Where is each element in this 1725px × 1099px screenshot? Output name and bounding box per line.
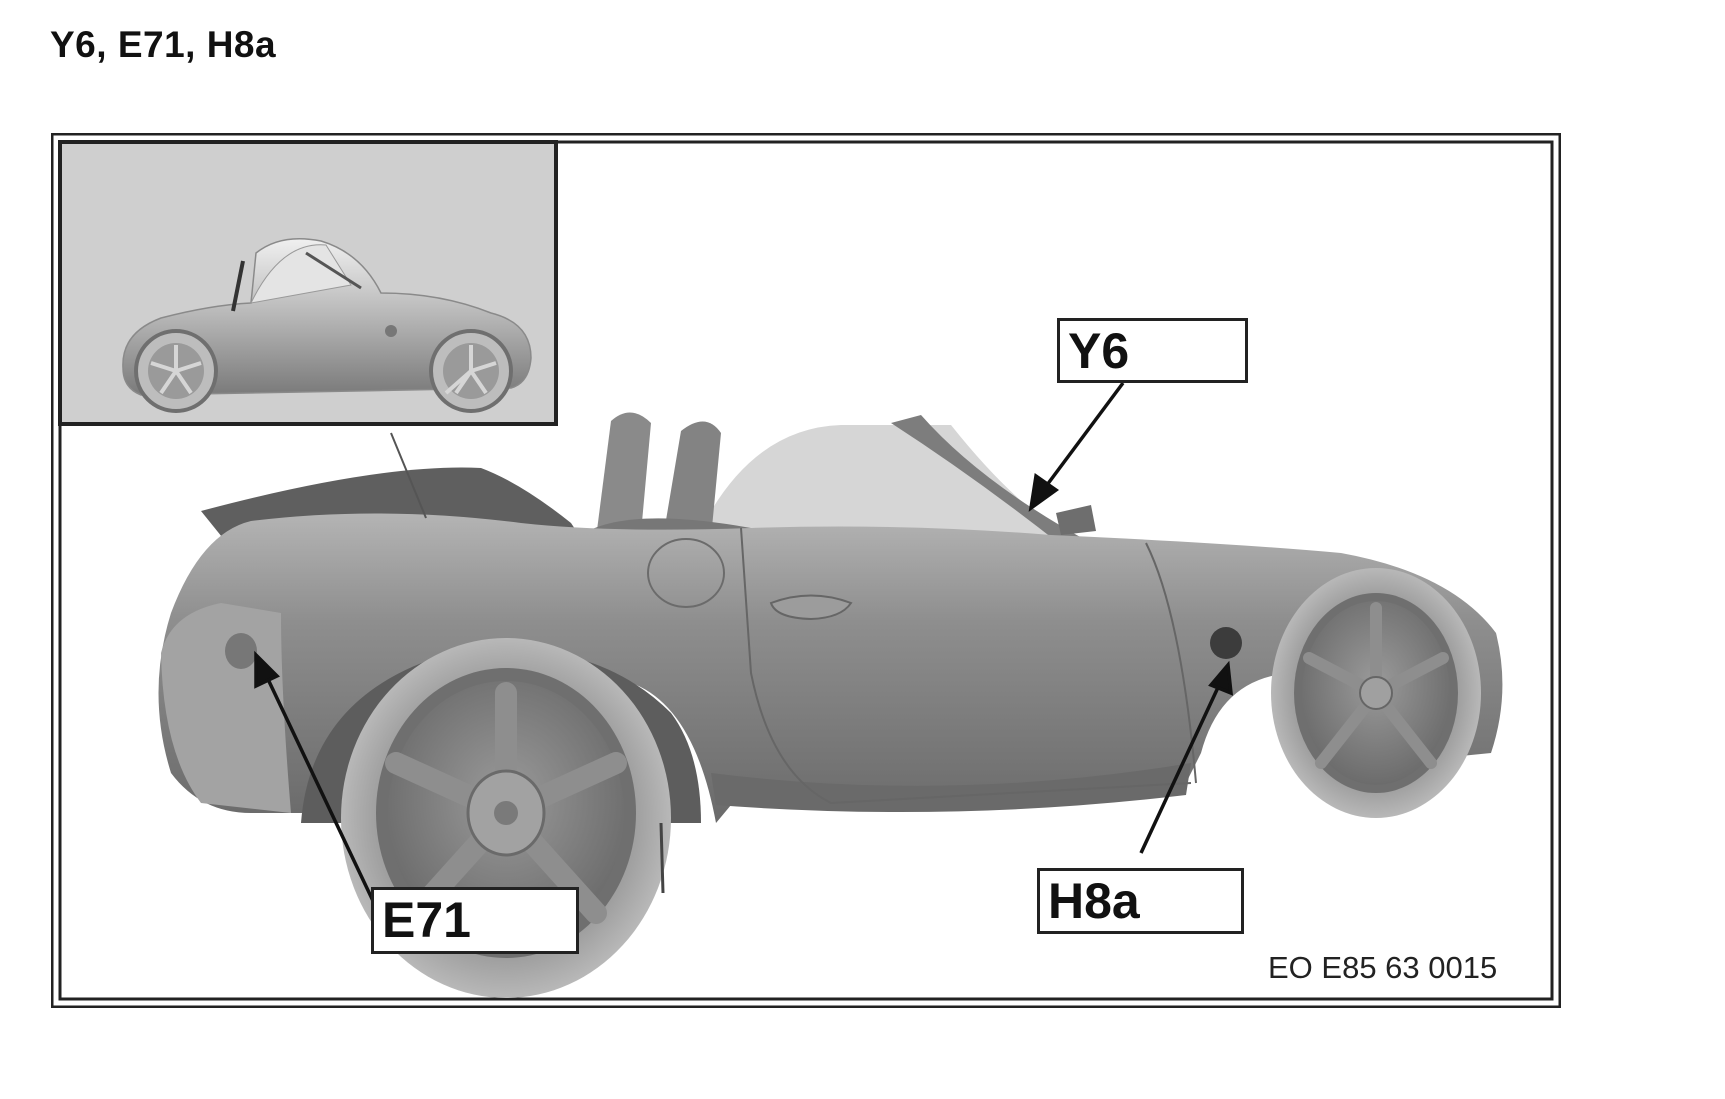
arrow-e71	[264, 674, 376, 904]
callout-y6: Y6	[1057, 318, 1248, 383]
page-title: Y6, E71, H8a	[50, 24, 277, 65]
arrow-h8a	[1139, 680, 1223, 854]
car-illustration	[158, 412, 1503, 998]
arrow-y6	[1039, 381, 1125, 495]
callout-h8a-label: H8a	[1048, 873, 1140, 929]
reference-code: EO E85 63 0015	[1268, 950, 1498, 985]
diagram-figure	[51, 133, 1561, 1008]
callout-e71: E71	[371, 887, 579, 954]
frame-inner	[58, 140, 1554, 1001]
callout-e71-label: E71	[382, 892, 471, 948]
inset-overview	[58, 140, 558, 519]
callout-y6-label: Y6	[1068, 323, 1130, 379]
leader-arrows	[254, 381, 1234, 904]
callout-h8a: H8a	[1037, 868, 1244, 934]
